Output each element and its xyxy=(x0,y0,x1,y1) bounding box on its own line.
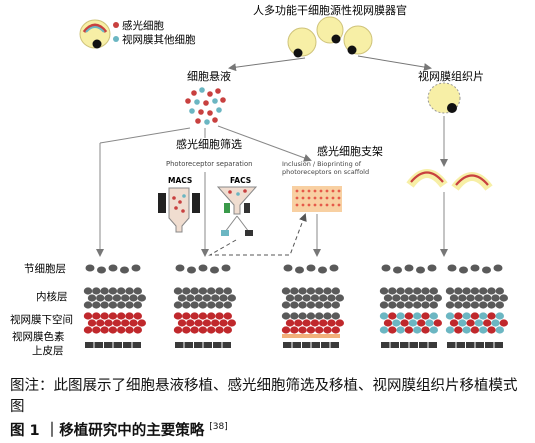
dashed-arrow-facs-to-scaffold xyxy=(208,213,307,256)
layer-label-ganglion: 节细胞层 xyxy=(24,262,66,275)
retina-panel-sheet-b xyxy=(445,264,508,348)
macs-label: MACS xyxy=(168,176,192,185)
arrow-to-sheet xyxy=(357,55,432,71)
legend-other-cells-dot xyxy=(113,36,119,42)
separation-label: Photoreceptor separation xyxy=(166,160,252,168)
branch-left xyxy=(99,127,191,144)
layer-label-inner-nuclear: 内核层 xyxy=(36,290,68,303)
macs-device-icon xyxy=(158,187,200,233)
layer-label-rpe-1: 视网膜色素 xyxy=(12,330,65,343)
figure-sep: ｜ xyxy=(44,423,60,439)
layer-label-rpe-2: 上皮层 xyxy=(32,344,64,357)
legend-organoid-icon xyxy=(79,19,111,49)
figure-caption: 图注：此图展示了细胞悬液移植、感光细胞筛选及移植、视网膜组织片移植模式图 xyxy=(10,378,518,415)
suspension-label: 细胞悬液 xyxy=(187,69,231,83)
retina-panel-suspension xyxy=(83,264,146,348)
tissue-sheet-arcs xyxy=(406,169,493,191)
legend-photoreceptor-label: 感光细胞 xyxy=(122,19,164,32)
figure-title-text: 移植研究中的主要策略 xyxy=(59,423,205,439)
cell-suspension-icon xyxy=(185,87,226,125)
organoid-title: 人多功能干细胞源性视网膜器官 xyxy=(253,3,407,17)
screening-label: 感光细胞筛选 xyxy=(176,137,242,151)
layer-label-subretinal: 视网膜下空间 xyxy=(10,313,73,326)
arrow-to-suspension xyxy=(228,57,306,72)
inclusion-label-line2: photoreceptors on scaffold xyxy=(282,168,369,176)
tissue-sheet-icon xyxy=(427,82,461,114)
figure-title: 图 1 ｜移植研究中的主要策略 [38] xyxy=(10,419,228,440)
figure-ref: [38] xyxy=(209,422,228,433)
arrow-to-scaffold xyxy=(217,125,312,162)
transplantation-diagram: 人多功能干细胞源性视网膜器官 感光细胞 视网膜其他细胞 细胞悬液 视网膜组织片 xyxy=(10,3,508,357)
scaffold-label: 感光细胞支架 xyxy=(317,144,383,158)
scaffold-icon xyxy=(292,186,342,212)
sheet-label: 视网膜组织片 xyxy=(418,69,484,83)
retina-panel-sheet-a xyxy=(379,264,442,348)
retina-panel-scaffold xyxy=(281,264,344,348)
figure-number: 图 1 xyxy=(10,423,40,439)
legend: 感光细胞 视网膜其他细胞 xyxy=(113,19,196,46)
facs-device-icon xyxy=(216,186,258,236)
legend-other-cells-label: 视网膜其他细胞 xyxy=(122,33,196,46)
organoid-cluster-icon xyxy=(287,16,373,58)
legend-photoreceptor-dot xyxy=(113,22,119,28)
facs-label: FACS xyxy=(230,176,251,185)
inclusion-label-line1: Inclusion / Bioprinting of xyxy=(282,160,362,168)
retina-panel-screening xyxy=(173,264,236,348)
